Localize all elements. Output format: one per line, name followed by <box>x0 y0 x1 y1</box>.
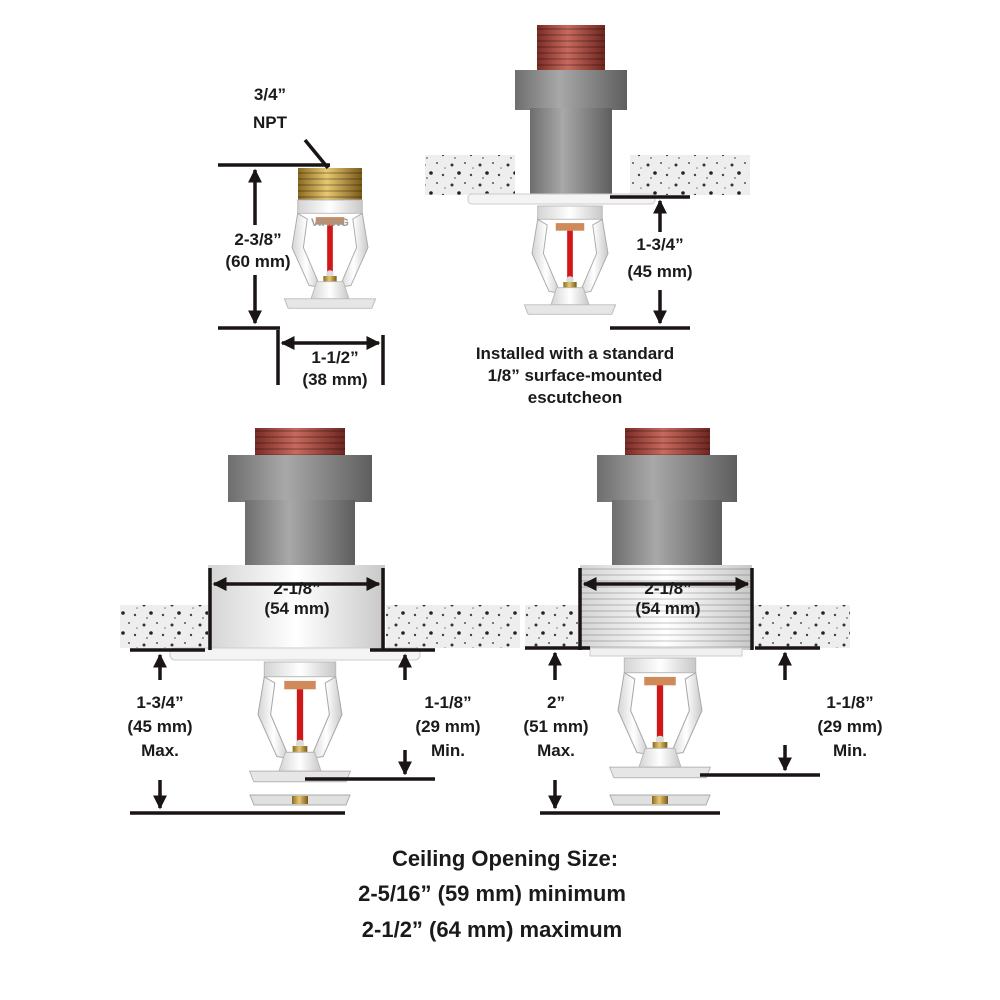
drop-inches: 1-3/4” <box>636 235 683 254</box>
pipe-fitting <box>228 455 372 502</box>
ceiling-opening-note: Ceiling Opening Size: 2-5/16” (59 mm) mi… <box>358 846 626 942</box>
min-label: Min. <box>431 741 465 760</box>
panel-bare-sprinkler: VIKING 3/4” NPT 2-3/8” (60 mm) 1-1/2” (3… <box>218 85 385 389</box>
panel-recessed-right: 2-1/8” (54 mm) 2” (51 mm) Max. 1-1/8” (2… <box>523 428 883 815</box>
brand-mark: VIKING <box>311 217 349 229</box>
footer-maximum: 2-1/2” (64 mm) maximum <box>362 917 622 942</box>
thread-label-npt: NPT <box>253 113 288 132</box>
cup-inches: 2-1/8” <box>273 579 320 598</box>
min-mm: (29 mm) <box>817 717 882 736</box>
min-inches: 1-1/8” <box>826 693 873 712</box>
pipe-fitting <box>515 70 627 110</box>
ceiling <box>425 155 515 195</box>
sprinkler-image <box>609 657 711 779</box>
pipe-fitting <box>597 455 737 502</box>
drop-mm: (45 mm) <box>627 262 692 281</box>
footer-minimum: 2-5/16” (59 mm) minimum <box>358 881 626 906</box>
max-inches: 1-3/4” <box>136 693 183 712</box>
width-mm: (38 mm) <box>302 370 367 389</box>
height-mm: (60 mm) <box>225 252 290 271</box>
max-mm: (51 mm) <box>523 717 588 736</box>
cup-mm: (54 mm) <box>635 599 700 618</box>
max-label: Max. <box>537 741 575 760</box>
width-inches: 1-1/2” <box>311 348 358 367</box>
min-mm: (29 mm) <box>415 717 480 736</box>
max-mm: (45 mm) <box>127 717 192 736</box>
min-inches: 1-1/8” <box>424 693 471 712</box>
sprinkler-image <box>249 661 351 783</box>
ceiling <box>120 605 208 648</box>
cup-mm: (54 mm) <box>264 599 329 618</box>
ceiling <box>525 605 581 648</box>
caption: escutcheon <box>528 388 622 407</box>
caption: Installed with a standard <box>476 344 674 363</box>
footer-title: Ceiling Opening Size: <box>392 846 618 871</box>
panel-recessed-left: 2-1/8” (54 mm) 1-3/4” (45 mm) Max. 1-1/8… <box>120 428 520 815</box>
thread-label: 3/4” <box>254 85 286 104</box>
escutcheon <box>467 193 656 205</box>
panel-escutcheon-install: 1-3/4” (45 mm) Installed with a standard… <box>425 25 750 407</box>
min-label: Min. <box>833 741 867 760</box>
cup-inches: 2-1/8” <box>644 579 691 598</box>
sprinkler-image <box>523 205 617 315</box>
escutcheon-plate <box>169 647 421 661</box>
max-inches: 2” <box>547 693 565 712</box>
height-inches: 2-3/8” <box>234 230 281 249</box>
max-label: Max. <box>141 741 179 760</box>
caption: 1/8” surface-mounted <box>488 366 663 385</box>
